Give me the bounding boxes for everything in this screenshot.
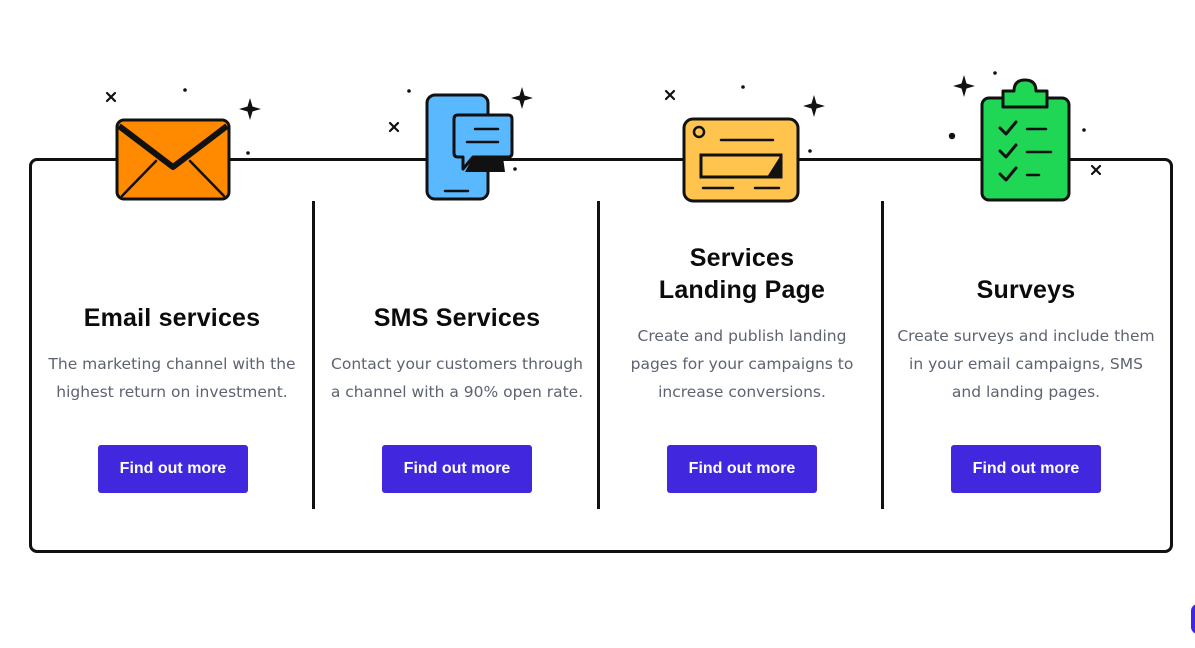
service-description: Create surveys and include them in your … — [897, 327, 1155, 401]
service-description: The marketing channel with the highest r… — [48, 355, 296, 401]
landing-page-icon — [664, 85, 825, 203]
sparkle-icon — [953, 75, 975, 97]
find-out-more-button[interactable]: Find out more — [951, 445, 1101, 493]
service-description: Contact your customers through a channel… — [330, 355, 584, 401]
service-title-line: Landing Page — [658, 276, 826, 304]
service-title-line: Surveys — [976, 276, 1076, 304]
cross-sparkle-icon — [388, 121, 400, 133]
sparkle-icon — [803, 95, 825, 117]
column-divider — [597, 201, 600, 509]
sparkle-icon — [511, 87, 533, 109]
cross-sparkle-icon — [105, 91, 117, 103]
service-title-line: SMS Services — [373, 304, 541, 332]
service-title: Services Landing Page — [600, 242, 884, 306]
column-divider — [881, 201, 884, 509]
cross-sparkle-icon — [664, 89, 676, 101]
service-title: Surveys — [884, 274, 1168, 306]
sparkle-icon — [239, 98, 261, 120]
service-description: Create and publish landing pages for you… — [630, 327, 854, 401]
find-out-more-button[interactable]: Find out more — [667, 445, 817, 493]
column-divider — [312, 201, 315, 509]
service-title-line: Services — [689, 244, 795, 272]
envelope-icon — [105, 88, 261, 201]
service-title: Email services — [30, 302, 314, 334]
service-title-line: Email services — [83, 304, 261, 332]
phone-chat-icon — [388, 87, 533, 201]
cross-sparkle-icon — [1090, 164, 1102, 176]
clipboard-checklist-icon — [948, 71, 1102, 202]
find-out-more-button[interactable]: Find out more — [98, 445, 248, 493]
service-title: SMS Services — [315, 302, 599, 334]
find-out-more-button[interactable]: Find out more — [382, 445, 532, 493]
chat-widget-button[interactable] — [1191, 604, 1195, 634]
